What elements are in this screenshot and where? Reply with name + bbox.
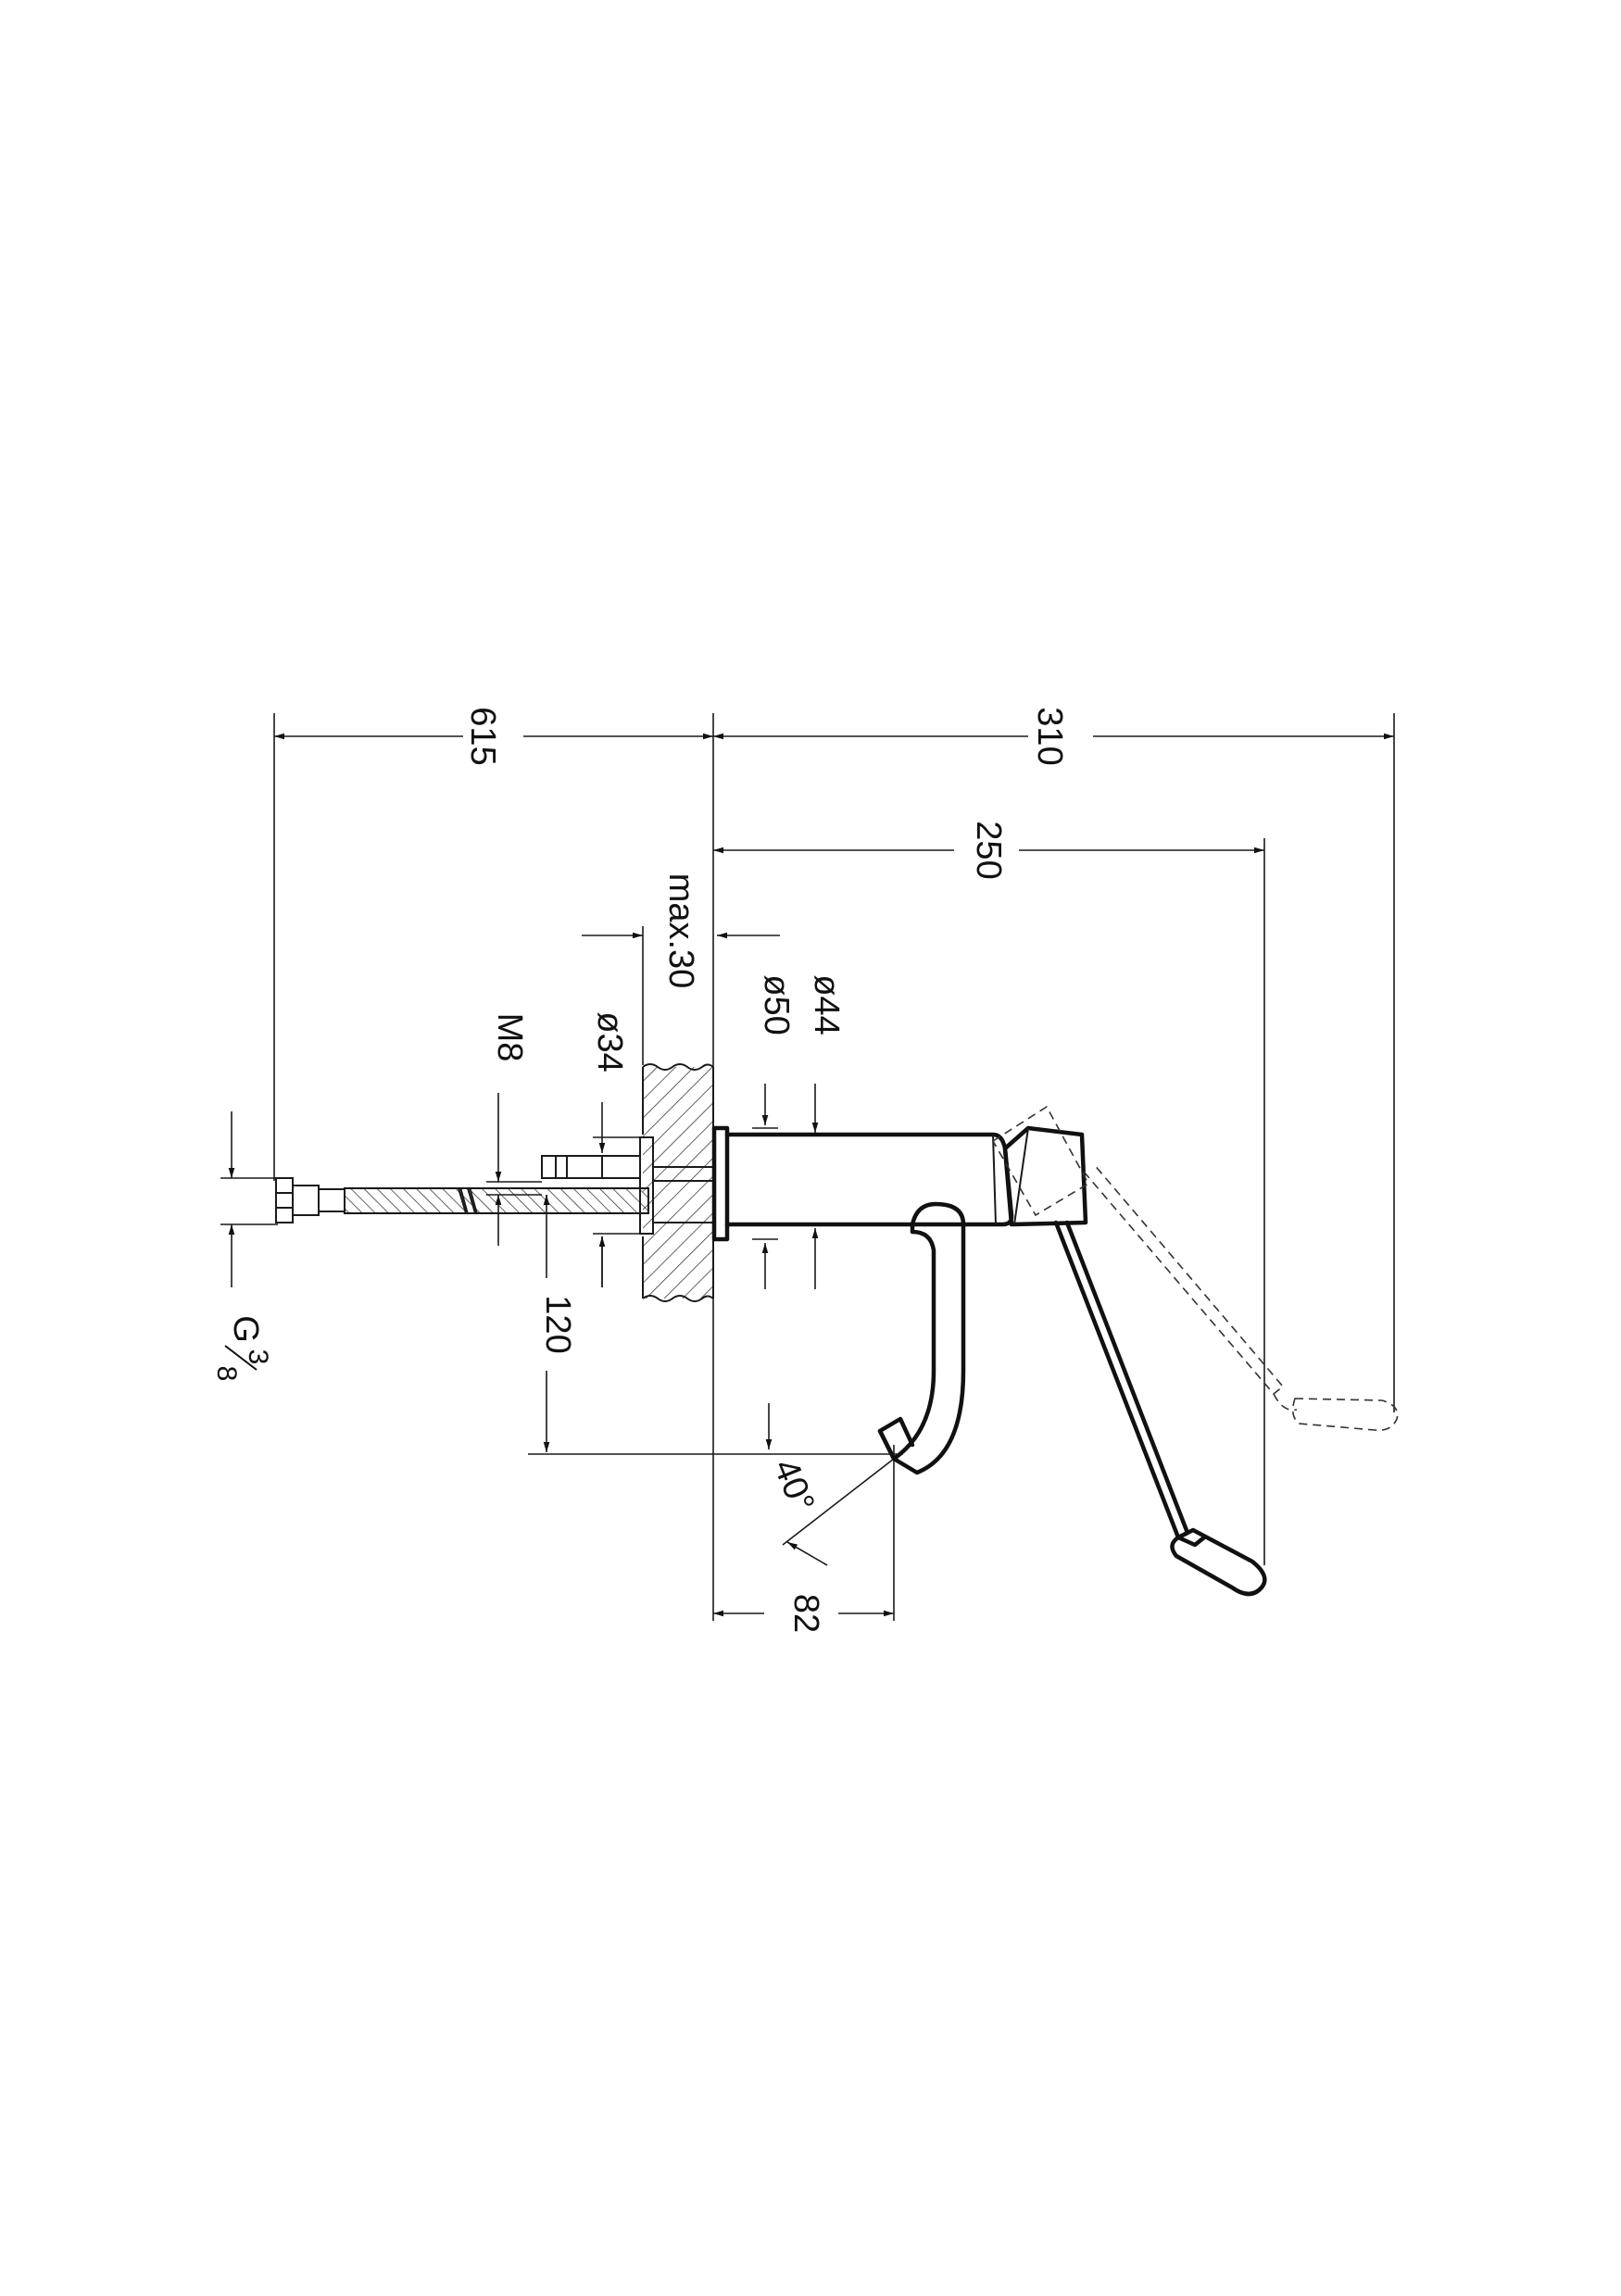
dim-dia50: ø50 bbox=[752, 974, 796, 1289]
spout bbox=[877, 1201, 966, 1475]
dim-250-label: 250 bbox=[969, 821, 1008, 879]
dim-250: 250 bbox=[713, 821, 1264, 880]
dim-310: 310 bbox=[713, 707, 1394, 766]
dim-615: 615 bbox=[274, 707, 713, 766]
dim-40deg-label: 40° bbox=[766, 1454, 822, 1518]
dim-310-label: 310 bbox=[1030, 707, 1069, 765]
dim-120: 120 bbox=[528, 1195, 903, 1455]
wall-section bbox=[642, 1063, 714, 1302]
g38-label-group: G 3 8 bbox=[211, 1315, 273, 1381]
lever-handle-alt bbox=[1083, 1162, 1399, 1432]
dim-m8-label: M8 bbox=[490, 1013, 529, 1062]
flexible-hose bbox=[344, 1186, 649, 1215]
g38-label-num: 3 bbox=[243, 1349, 273, 1365]
dim-dia34: ø34 bbox=[590, 1011, 648, 1287]
dim-82: 82 bbox=[713, 1594, 894, 1633]
dim-dia34-label: ø34 bbox=[590, 1011, 629, 1072]
dim-dia44-label: ø44 bbox=[807, 974, 846, 1035]
lever-handle bbox=[1053, 1220, 1267, 1597]
dim-120-label: 120 bbox=[538, 1295, 577, 1353]
extension-lines bbox=[273, 713, 1395, 1621]
dim-615-label: 615 bbox=[463, 707, 502, 765]
dim-m8: M8 bbox=[486, 1013, 542, 1246]
tap-body bbox=[711, 1105, 1090, 1242]
hose-nut bbox=[275, 1177, 346, 1223]
dim-dia50-label: ø50 bbox=[757, 974, 796, 1035]
g38-label-base: G bbox=[226, 1315, 265, 1343]
g38-label-den: 8 bbox=[211, 1366, 242, 1382]
dim-max30: max.30 bbox=[582, 873, 780, 1065]
dim-82-label: 82 bbox=[786, 1594, 825, 1633]
dim-max30-label: max.30 bbox=[661, 873, 700, 989]
dim-40deg: 40° bbox=[766, 1403, 895, 1566]
dim-g38: G 3 8 bbox=[211, 1111, 278, 1381]
dim-dia44: ø44 bbox=[807, 974, 846, 1289]
